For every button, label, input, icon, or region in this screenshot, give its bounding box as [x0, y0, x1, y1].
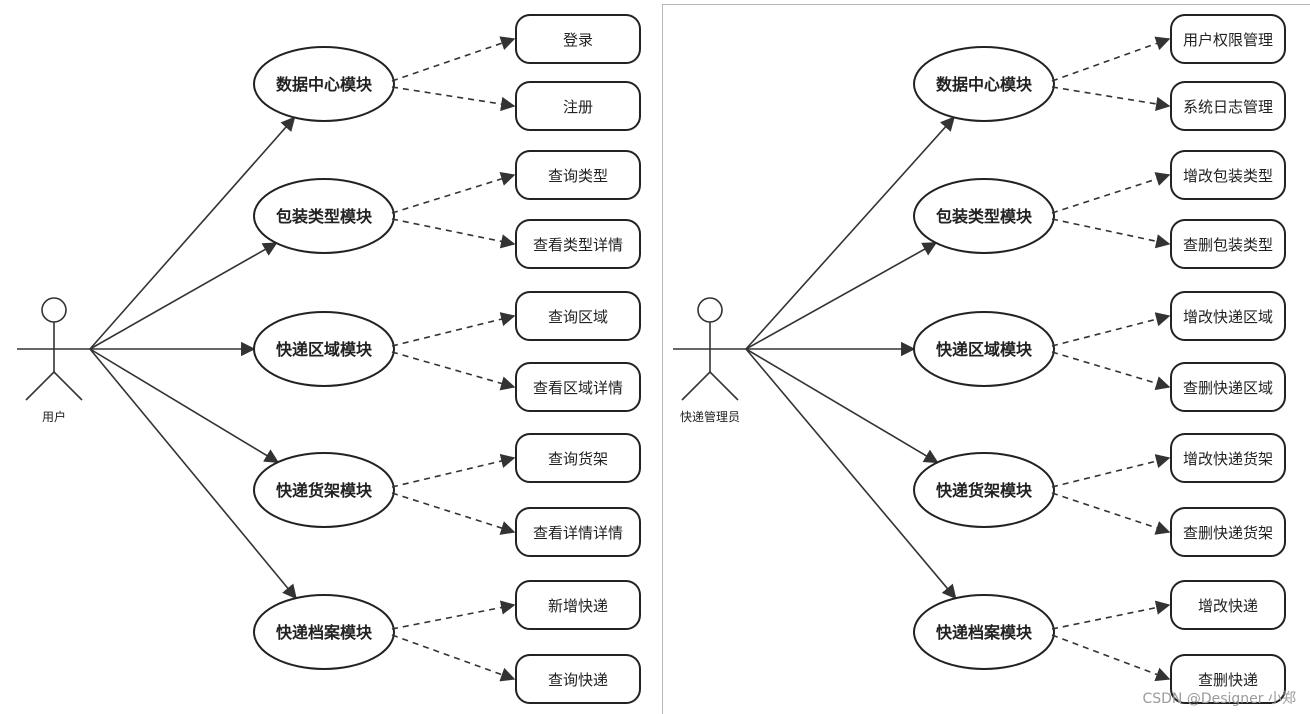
- module-label: 快递货架模块: [936, 481, 1033, 500]
- association-arrow: [745, 348, 939, 464]
- use-case-box: [515, 150, 641, 200]
- use-case-box: [1170, 362, 1286, 412]
- actor-label: 快递管理员: [680, 409, 740, 424]
- include-arrow: [1051, 634, 1171, 682]
- use-case-box: [515, 580, 641, 630]
- actor-label: 用户: [42, 409, 66, 424]
- module-ellipse: [913, 311, 1055, 387]
- use-case-box: [1170, 580, 1286, 630]
- include-arrow: [1051, 351, 1171, 391]
- include-arrow: [1051, 172, 1171, 214]
- include-arrow: [1051, 36, 1171, 82]
- use-case-box: [1170, 219, 1286, 269]
- use-case-label: 新增快递: [548, 597, 608, 615]
- use-case-label: 查删快递: [1198, 671, 1258, 689]
- include-arrow: [1051, 312, 1171, 347]
- use-case-label: 查询类型: [548, 167, 608, 185]
- use-case-label: 增改快递区域: [1183, 308, 1273, 326]
- association-arrow: [89, 348, 297, 600]
- include-arrow: [391, 634, 516, 682]
- use-case-label: 增改快递: [1198, 597, 1258, 615]
- module-label: 数据中心模块: [276, 75, 373, 94]
- include-arrow: [391, 86, 516, 112]
- use-case-label: 增改包装类型: [1183, 167, 1273, 185]
- module-label: 数据中心模块: [936, 75, 1033, 94]
- module-ellipse: [253, 452, 395, 528]
- association-arrow: [89, 242, 278, 350]
- include-arrow: [391, 36, 516, 82]
- include-arrow: [391, 600, 516, 630]
- module-label: 快递档案模块: [276, 623, 373, 642]
- include-arrow: [391, 453, 516, 488]
- module-label: 包装类型模块: [936, 207, 1033, 226]
- use-case-label: 用户权限管理: [1183, 31, 1273, 49]
- use-case-box: [515, 507, 641, 557]
- module-ellipse: [253, 311, 395, 387]
- module-label: 快递区域模块: [936, 340, 1033, 359]
- use-case-box: [1170, 291, 1286, 341]
- association-arrow: [745, 116, 955, 350]
- use-case-box: [515, 219, 641, 269]
- use-case-box: [1170, 14, 1286, 64]
- include-arrow: [1051, 218, 1171, 249]
- include-arrow: [1051, 600, 1171, 630]
- use-case-box: [515, 654, 641, 704]
- actor-figure: [17, 297, 91, 401]
- use-case-box: [515, 81, 641, 131]
- actor-figure: [673, 297, 747, 401]
- module-ellipse: [913, 594, 1055, 670]
- include-arrow: [391, 351, 516, 391]
- use-case-label: 查删快递货架: [1183, 524, 1273, 542]
- module-ellipse: [253, 594, 395, 670]
- use-case-box: [1170, 81, 1286, 131]
- module-label: 快递区域模块: [276, 340, 373, 359]
- include-arrow: [391, 312, 516, 347]
- module-label: 快递档案模块: [936, 623, 1033, 642]
- use-case-label: 增改快递货架: [1183, 450, 1273, 468]
- association-arrow: [89, 348, 280, 463]
- include-arrow: [1051, 86, 1171, 112]
- use-case-box: [1170, 150, 1286, 200]
- include-arrow: [1051, 492, 1171, 535]
- association-arrow: [745, 242, 938, 350]
- use-case-label: 查看区域详情: [533, 379, 623, 397]
- include-arrow: [391, 171, 516, 214]
- use-case-box: [515, 362, 641, 412]
- watermark: CSDN @Designer 小郑: [1142, 691, 1296, 707]
- right-panel-border: [662, 4, 1310, 714]
- use-case-box: [1170, 654, 1286, 704]
- module-ellipse: [913, 46, 1055, 122]
- use-case-label: 查看类型详情: [533, 236, 623, 254]
- include-arrow: [391, 492, 516, 535]
- use-case-box: [1170, 507, 1286, 557]
- use-case-label: 查看详情详情: [533, 524, 623, 542]
- use-case-label: 查删快递区域: [1183, 379, 1273, 397]
- use-case-label: 查询快递: [548, 671, 608, 689]
- use-case-label: 登录: [563, 31, 593, 49]
- use-case-label: 查询区域: [548, 308, 608, 326]
- use-case-label: 注册: [563, 98, 593, 116]
- use-case-box: [515, 14, 641, 64]
- module-label: 快递货架模块: [276, 481, 373, 500]
- use-case-label: 查删包装类型: [1183, 236, 1273, 254]
- include-arrow: [391, 218, 516, 249]
- association-arrow: [89, 116, 296, 350]
- module-label: 包装类型模块: [276, 207, 373, 226]
- association-arrow: [745, 348, 957, 600]
- module-ellipse: [913, 452, 1055, 528]
- module-ellipse: [913, 178, 1055, 254]
- use-case-box: [515, 291, 641, 341]
- use-case-label: 查询货架: [548, 450, 608, 468]
- module-ellipse: [253, 178, 395, 254]
- use-case-box: [1170, 433, 1286, 483]
- use-case-box: [515, 433, 641, 483]
- include-arrow: [1051, 454, 1171, 488]
- module-ellipse: [253, 46, 395, 122]
- use-case-label: 系统日志管理: [1183, 98, 1273, 116]
